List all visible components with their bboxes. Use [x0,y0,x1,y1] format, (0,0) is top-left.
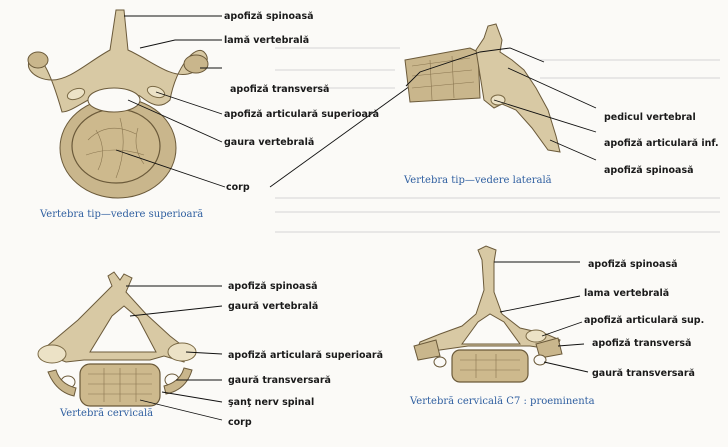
label-fig4-lamina: lama vertebrală [584,288,669,299]
c7-facet-right [525,329,547,343]
c7-body [451,349,529,383]
label-fig3-articular: apofiză articulară superioară [228,350,383,361]
transverse-tip-right [183,54,209,74]
label-fig4-articular: apofiză articulară sup. [584,315,704,326]
label-fig3-transverse-foramen: gaură transversară [228,375,331,386]
caption-fig3: Vertebră cervicală [59,408,153,419]
labels-fig1: apofiză spinoasă lamă vertebrală apofiză… [39,11,379,220]
c7-vertebra [413,245,563,383]
background-text [275,47,720,233]
label-fig1-transverse: apofiză transversă [230,84,329,95]
vertebra-lateral-view [404,23,561,153]
label-fig2-inferior-articular: apofiză articulară inf. [604,138,719,149]
label-fig1-lamina: lamă vertebrală [224,35,309,46]
labels-fig4: apofiză spinoasă lama vertebrală apofiză… [409,259,704,407]
cervical-vertebral-foramen [89,305,157,353]
label-fig4-transverse: apofiză transversă [592,338,691,349]
vertebral-body-lateral [404,47,481,103]
c7-transverse-right [535,337,563,359]
leaders-fig4 [494,261,589,373]
caption-fig2: Vertebra tip—vedere laterală [403,175,552,186]
cervical-facet-left [37,344,67,364]
leaders-fig1 [115,15,411,188]
leaders-fig3 [126,285,223,421]
caption-fig1: Vertebra tip—vedere superioară [39,209,203,220]
label-fig3-spinous: apofiză spinoasă [228,281,318,292]
cervical-facet-right [167,342,197,362]
caption-fig4: Vertebră cervicală C7 : proeminenta [409,396,595,407]
cervical-vertebra [37,271,197,407]
label-fig1-spinous: apofiză spinoasă [224,11,314,22]
labels-fig3: apofiză spinoasă gaură vertebrală apofiz… [59,281,383,428]
inferior-articular-facet [490,94,506,106]
vertebral-foramen [87,87,141,113]
label-fig4-spinous: apofiză spinoasă [588,259,678,270]
label-fig1-articular: apofiză articulară superioară [224,109,379,120]
label-fig3-foramen: gaură vertebrală [228,301,318,312]
c7-vertebral-foramen [461,313,521,345]
articular-facet-left [66,87,86,101]
transverse-tip-left [27,51,49,69]
c7-transverse-foramen-right [533,354,547,366]
vertebral-body [71,108,161,184]
label-fig1-foramen: gaura vertebrală [224,137,314,148]
pedicle-and-processes [475,23,561,153]
label-fig3-nerve-groove: şanţ nerv spinal [228,397,314,408]
c7-transverse-left [413,339,441,361]
labels-fig2: pedicul vertebral apofiză articulară inf… [403,112,719,186]
label-fig2-spinous: apofiză spinoasă [604,165,694,176]
label-fig2-pedicle: pedicul vertebral [604,112,696,123]
label-fig1-body: corp [226,182,250,193]
label-fig4-transverse-foramen: gaură transversară [592,368,695,379]
c7-transverse-foramen-left [433,356,447,368]
label-fig3-body: corp [228,417,252,428]
leaders-fig2 [405,47,597,161]
c7-arch [415,245,561,353]
vertebra-superior-view [27,9,209,199]
